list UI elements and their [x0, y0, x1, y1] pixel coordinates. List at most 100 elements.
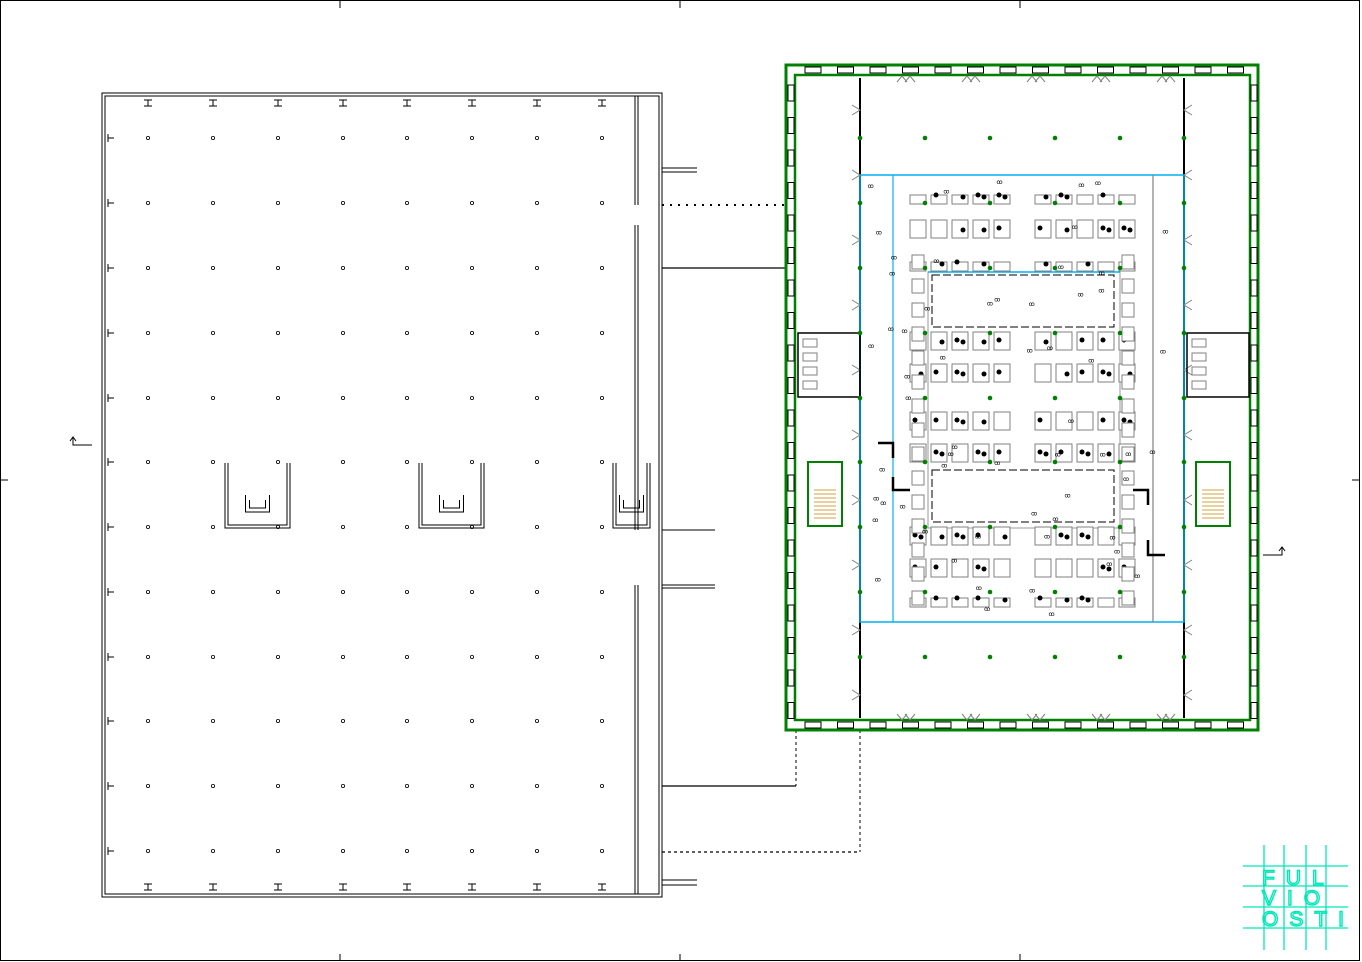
- chair-occupied: [934, 450, 939, 455]
- window-module: [1251, 150, 1257, 166]
- chair-occupied: [1107, 452, 1112, 457]
- column-marker: [858, 266, 863, 271]
- side-table: [912, 399, 924, 413]
- chair-occupied: [961, 228, 966, 233]
- column-marker: [858, 396, 863, 401]
- table: [1077, 262, 1093, 271]
- window-module: [788, 150, 794, 166]
- chair-occupied: [1044, 195, 1049, 200]
- chair-occupied: [982, 262, 987, 267]
- window-module: [788, 183, 794, 199]
- table: [1098, 332, 1114, 350]
- chair-occupied: [1101, 226, 1106, 231]
- side-table: [1122, 255, 1134, 269]
- table: [1077, 364, 1093, 382]
- chair-occupied: [997, 338, 1002, 343]
- chair-occupied: [961, 195, 966, 200]
- table: [1077, 332, 1093, 350]
- column-marker: [858, 201, 863, 206]
- table: [952, 412, 968, 430]
- window-module: [1033, 67, 1049, 73]
- window-module: [1251, 475, 1257, 491]
- column-marker: [1118, 460, 1123, 465]
- person-marker: ꝏ: [875, 577, 881, 584]
- table: [931, 332, 947, 350]
- window-module: [1251, 573, 1257, 589]
- side-table: [1122, 567, 1134, 581]
- chair-occupied: [997, 370, 1002, 375]
- person-marker: ꝏ: [1078, 292, 1084, 299]
- column-marker: [923, 655, 928, 660]
- column-marker: [858, 525, 863, 530]
- person-marker: ꝏ: [891, 254, 897, 261]
- chair-occupied: [1038, 596, 1043, 601]
- window-module: [788, 410, 794, 426]
- chair-occupied: [934, 418, 939, 423]
- chair-occupied: [1122, 226, 1127, 231]
- window-module: [788, 378, 794, 394]
- person-marker: ꝏ: [1114, 548, 1120, 555]
- side-table: [912, 567, 924, 581]
- window-module: [1251, 85, 1257, 101]
- window-module: [1033, 722, 1049, 728]
- window-module: [1251, 508, 1257, 524]
- column-marker: [1053, 655, 1058, 660]
- window-module: [1065, 67, 1081, 73]
- window-module: [870, 67, 886, 73]
- table: [973, 444, 989, 462]
- person-marker: ꝏ: [905, 395, 911, 402]
- chair-occupied: [1107, 372, 1112, 377]
- side-table: [912, 255, 924, 269]
- table: [973, 364, 989, 382]
- window-module: [788, 540, 794, 556]
- chair-occupied: [1059, 533, 1064, 538]
- side-table: [912, 327, 924, 341]
- window-module: [968, 67, 984, 73]
- table: [1077, 444, 1093, 462]
- column-marker: [1053, 590, 1058, 595]
- column-marker: [1182, 590, 1187, 595]
- person-marker: ꝏ: [987, 301, 993, 308]
- chair-occupied: [1122, 418, 1127, 423]
- window-module: [788, 345, 794, 361]
- table: [994, 195, 1010, 204]
- chair-occupied: [1101, 193, 1106, 198]
- chair-occupied: [1044, 452, 1049, 457]
- person-marker: ꝏ: [1123, 476, 1129, 483]
- window-module: [1195, 722, 1211, 728]
- person-marker: ꝏ: [889, 271, 895, 278]
- chair-occupied: [1101, 565, 1106, 570]
- person-marker: ꝏ: [1029, 301, 1035, 308]
- side-table: [1122, 279, 1134, 293]
- column-marker: [988, 396, 993, 401]
- column-marker: [988, 331, 993, 336]
- side-table: [912, 495, 924, 509]
- window-module: [1251, 703, 1257, 719]
- chair-occupied: [1080, 596, 1085, 601]
- person-marker: ꝏ: [872, 517, 878, 524]
- chair-occupied: [1128, 228, 1133, 233]
- person-marker: ꝏ: [1088, 357, 1094, 364]
- chair-occupied: [1101, 338, 1106, 343]
- person-marker: ꝏ: [868, 343, 874, 350]
- column-marker: [1118, 331, 1123, 336]
- chair-occupied: [1038, 450, 1043, 455]
- person-marker: ꝏ: [899, 503, 905, 510]
- chair-occupied: [940, 535, 945, 540]
- chair-occupied: [940, 452, 945, 457]
- table: [1098, 220, 1114, 238]
- table: [1056, 598, 1072, 607]
- person-marker: ꝏ: [1100, 452, 1106, 459]
- column-marker: [923, 266, 928, 271]
- chair-occupied: [1086, 452, 1091, 457]
- chair-occupied: [1101, 418, 1106, 423]
- person-marker: ꝏ: [1055, 452, 1061, 459]
- column-marker: [923, 331, 928, 336]
- column-marker: [1053, 460, 1058, 465]
- table: [952, 195, 968, 204]
- window-module: [1251, 540, 1257, 556]
- table: [1035, 559, 1051, 577]
- person-marker: ꝏ: [976, 585, 982, 592]
- side-table: [912, 591, 924, 605]
